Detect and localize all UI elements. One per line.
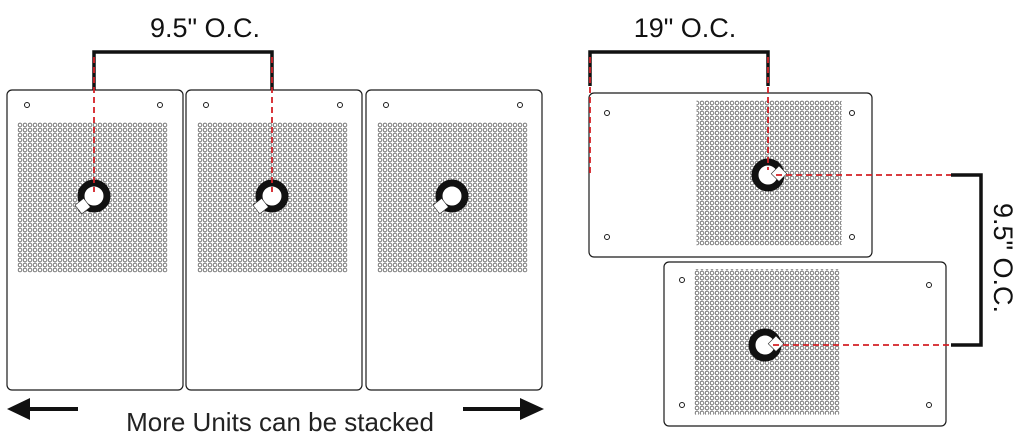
spacing-label-right-side: 9.5" O.C. bbox=[988, 203, 1018, 313]
arrow-left-icon bbox=[7, 398, 78, 420]
ring-icon bbox=[435, 179, 469, 213]
speaker-unit-1 bbox=[6, 89, 184, 391]
side-dimension-bracket bbox=[951, 173, 983, 347]
spacing-label-right-top: 19" O.C. bbox=[634, 13, 737, 43]
arrow-right-icon bbox=[463, 398, 544, 420]
speaker-unit-3 bbox=[365, 89, 543, 391]
speaker-unit-horizontal-upper bbox=[588, 92, 873, 258]
speaker-unit-horizontal-lower bbox=[663, 261, 947, 427]
speaker-unit-2 bbox=[185, 89, 363, 391]
stack-note: More Units can be stacked bbox=[126, 407, 434, 437]
top-dimension-bracket-right bbox=[588, 50, 770, 86]
spacing-label-left: 9.5" O.C. bbox=[150, 13, 260, 43]
top-dimension-bracket-left bbox=[92, 50, 274, 90]
